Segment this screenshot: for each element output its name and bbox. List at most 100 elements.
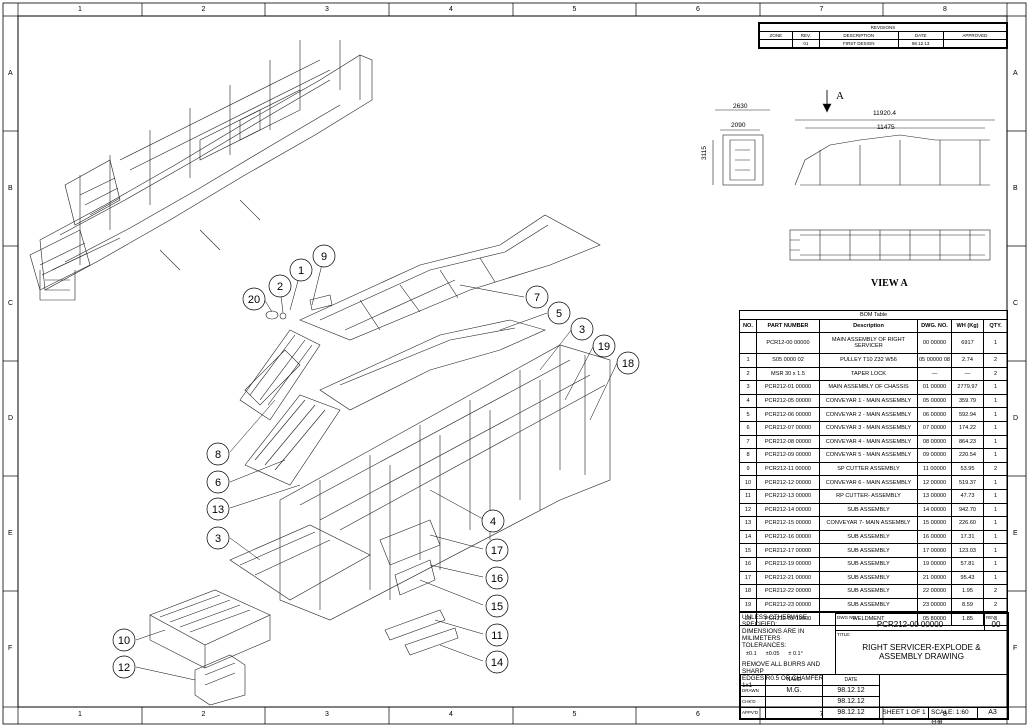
zone-column-label: 4 xyxy=(449,6,453,13)
callout-bubble xyxy=(592,334,616,358)
bom-cell: 06 00000 xyxy=(917,407,952,422)
bom-cell: 17.31 xyxy=(951,529,984,545)
bom-cell: 17 00000 xyxy=(917,543,952,558)
bom-cell: PULLEY T10 Z32 W56 xyxy=(819,353,918,368)
bom-cell: 220.54 xyxy=(951,448,984,463)
zone-column-label: 3 xyxy=(325,711,329,718)
bom-cell: 2 xyxy=(739,366,757,382)
bom-cell: SUB ASSEMBLY xyxy=(819,502,918,518)
zone-column-label: 7 xyxy=(819,711,824,718)
bom-header: PART NUMBER xyxy=(756,319,820,333)
bom-cell: 1 xyxy=(982,420,1009,436)
zone-row-label: C xyxy=(1013,299,1019,307)
bom-cell: 6 xyxy=(739,420,757,436)
rev-label: REV. xyxy=(986,615,997,620)
callout-bubble xyxy=(112,655,136,679)
bom-header: QTY. xyxy=(982,319,1009,333)
bom-cell: PCR212-08 00000 xyxy=(756,434,820,450)
bom-cell: 11 xyxy=(739,488,757,504)
bom-cell: 2 xyxy=(982,366,1009,382)
bom-cell: 4 xyxy=(739,393,757,409)
bom-cell: TAPER LOCK xyxy=(819,366,918,382)
zone-row-label: D xyxy=(1013,414,1019,422)
callout-number: 4 xyxy=(490,516,496,528)
bom-cell: 21 00000 xyxy=(917,570,952,586)
scale-cell: SCALE: 1:60 ⊖⊕ xyxy=(928,707,978,726)
callout-bubble xyxy=(206,497,230,521)
bom-cell: 17 xyxy=(739,570,757,586)
bom-cell: PCR212-06 00000 xyxy=(756,407,820,422)
bom-cell: 10 xyxy=(739,475,757,490)
revisions-header: DESCRIPTION xyxy=(818,31,899,40)
zone-column-label: 5 xyxy=(572,6,577,13)
zone-row-label: F xyxy=(8,645,13,652)
callout-bubble xyxy=(112,628,136,652)
general-notes: UNLESS OTHERWISE SPECIFIED: DIMENSIONS A… xyxy=(740,613,836,689)
callout-bubble xyxy=(485,566,509,590)
bom-cell: PCR212-05 00000 xyxy=(756,393,820,409)
dim-2090: 2090 xyxy=(731,122,746,129)
zone-row-label: A xyxy=(1013,69,1018,77)
callout-bubble xyxy=(485,538,509,562)
bom-cell: 226.60 xyxy=(951,516,984,531)
bom-cell: 1 xyxy=(982,488,1009,504)
bom-cell: 15 00000 xyxy=(917,516,952,531)
bom-cell: CONVEYAR 4 - MAIN ASSEMBLY xyxy=(819,434,918,450)
callout-number: 12 xyxy=(118,662,130,674)
callout-bubble xyxy=(312,244,336,268)
dim-2630: 2630 xyxy=(733,103,748,110)
bom-cell: SUB ASSEMBLY xyxy=(819,570,918,586)
bom-cell: 22 00000 xyxy=(917,584,952,599)
bom-cell: SUB ASSEMBLY xyxy=(819,584,918,599)
callout-number: 10 xyxy=(118,635,130,647)
callout-bubble xyxy=(570,317,594,341)
side-view xyxy=(712,109,770,186)
bom-cell: 592.94 xyxy=(951,407,984,422)
zone-column-label: 3 xyxy=(325,6,329,13)
callout-number: 2 xyxy=(277,281,283,293)
bom-cell: 8.59 xyxy=(951,597,984,613)
bom-cell: 13 00000 xyxy=(917,488,952,504)
bom-header: WH (Kg) xyxy=(951,319,984,333)
bom-cell: CONVEYAR 3 - MAIN ASSEMBLY xyxy=(819,420,918,436)
bom-cell: 12 00000 xyxy=(917,475,952,490)
bom-cell: 12 xyxy=(739,502,757,518)
bom-cell: RP CUTTER- ASSEMBLY xyxy=(819,488,918,504)
note-line: TOLERANCES: xyxy=(742,642,787,649)
bom-cell: 16 xyxy=(739,556,757,572)
bom-cell: 14 xyxy=(739,529,757,545)
callout-number: 7 xyxy=(534,292,540,304)
zone-column-label: 1 xyxy=(78,6,82,13)
bom-cell: 53.95 xyxy=(951,461,984,477)
zone-row-label: F xyxy=(1013,645,1018,652)
zone-column-label: 2 xyxy=(201,711,206,718)
callout-number: 5 xyxy=(556,308,562,320)
revisions-header: APPROVED xyxy=(942,31,1008,40)
callout-bubble xyxy=(485,594,509,618)
bom-cell: CONVEYAR 7- MAIN ASSEMBLY xyxy=(819,516,918,531)
tolerance-row: ±0.1 ±0.05 ± 0.1° xyxy=(742,651,833,658)
revisions-title: REVISIONS xyxy=(759,23,1007,32)
bom-cell: PCR212-23 00000 xyxy=(756,597,820,613)
bom-cell: CONVEYAR 6 - MAIN ASSEMBLY xyxy=(819,475,918,490)
bom-cell: 1 xyxy=(982,475,1009,490)
view-a-label: VIEW A xyxy=(871,278,908,289)
bom-cell: PCR212-17 00000 xyxy=(756,543,820,558)
bom-cell: SUB ASSEMBLY xyxy=(819,543,918,558)
bom-cell: 7 xyxy=(739,434,757,450)
bom-cell: SUB ASSEMBLY xyxy=(819,529,918,545)
sheet-size: A3 xyxy=(977,707,1008,719)
bom-cell: 09 00000 xyxy=(917,448,952,463)
bom-cell: CONVEYAR 1 - MAIN ASSEMBLY xyxy=(819,393,918,409)
